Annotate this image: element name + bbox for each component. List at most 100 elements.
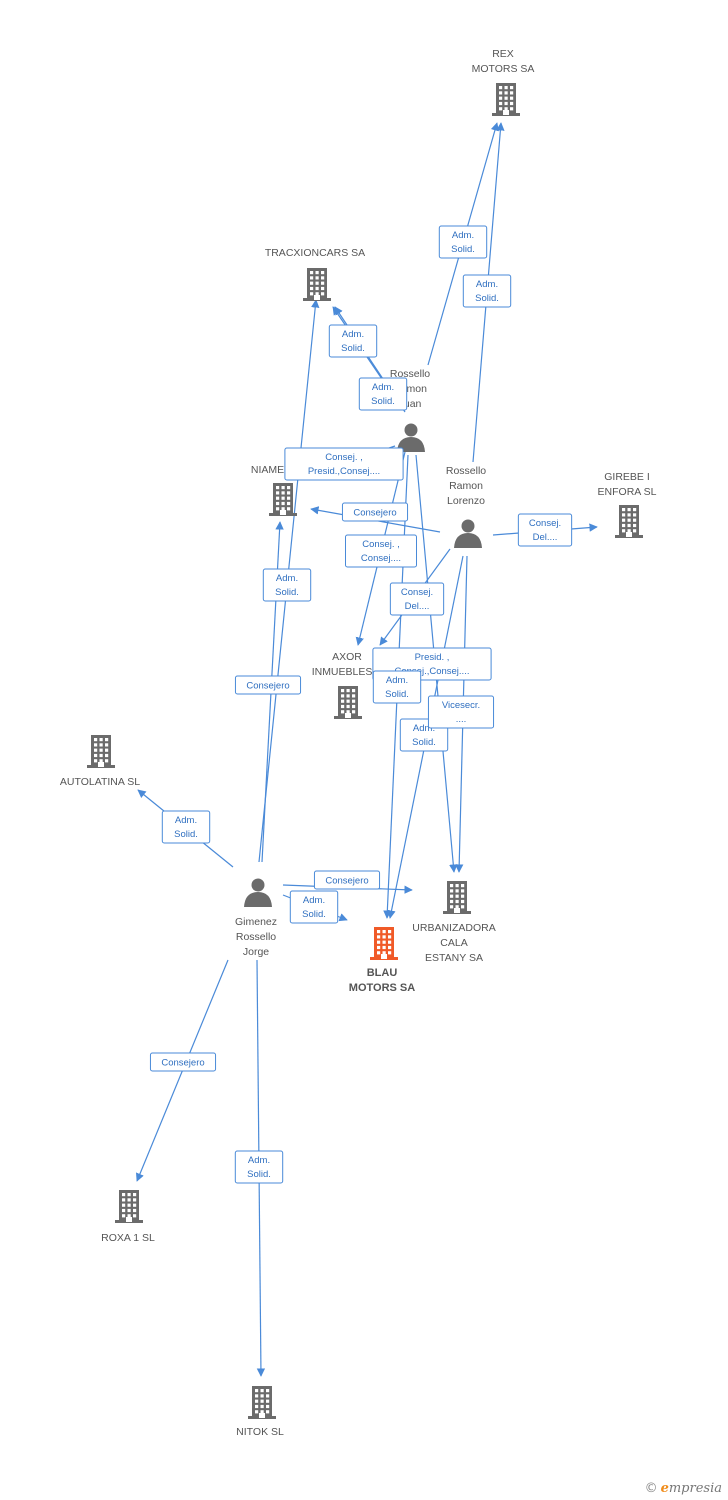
node-blau[interactable]: BLAU MOTORS SA (349, 927, 415, 994)
role-text: Solid. (371, 396, 395, 407)
role-label-rlor-trax[interactable]: Adm. Solid. (358, 377, 408, 411)
role-text: Solid. (341, 343, 365, 354)
role-label-rjuan-niamey[interactable]: Consej. ,Presid.,Consej.... (284, 447, 404, 481)
role-label-rjuan-axor[interactable]: Consej. , Consej.... (345, 534, 417, 568)
building-icon (303, 268, 331, 301)
role-label-gim-urban[interactable]: Consejero (313, 870, 381, 890)
node-girebe[interactable]: GIREBE I ENFORA SL (598, 471, 657, 538)
role-text: Adm. (175, 815, 197, 826)
node-nitok[interactable]: NITOK SL (236, 1386, 284, 1438)
role-label-gim-autolatina[interactable]: Adm.Solid. (161, 810, 211, 844)
node-label: Lorenzo (447, 495, 485, 507)
node-label: MOTORS SA (349, 982, 415, 994)
role-label-rlor-niamey[interactable]: Consejero (341, 502, 409, 522)
role-box (234, 675, 302, 695)
node-label: Ramon (449, 480, 483, 492)
role-box (284, 447, 404, 481)
role-text: Consejero (246, 681, 289, 692)
node-label: ESTANY SA (425, 952, 483, 964)
node-axor[interactable]: AXOR INMUEBLES S (312, 651, 383, 719)
role-text: Adm. (386, 675, 408, 686)
role-text: Del.... (533, 532, 558, 543)
role-box (234, 1150, 284, 1184)
role-text: Adm. (372, 382, 394, 393)
role-text: .... (456, 714, 467, 725)
role-label-rlor-blau[interactable]: Adm.Solid. (372, 670, 422, 704)
role-text: Solid. (412, 737, 436, 748)
node-label: NITOK SL (236, 1426, 284, 1438)
node-label: GIREBE I (604, 471, 650, 483)
role-text: Solid. (302, 909, 326, 920)
building-icon-main (370, 927, 398, 960)
node-label: BLAU (367, 967, 398, 979)
building-icon (115, 1190, 143, 1223)
role-box (341, 502, 409, 522)
role-text: Consej.... (361, 553, 401, 564)
role-text: Adm. (248, 1155, 270, 1166)
role-box (149, 1052, 217, 1072)
node-label: AXOR (332, 651, 362, 663)
node-rex[interactable]: REX MOTORS SA (472, 48, 535, 116)
role-text: Consej. (401, 587, 433, 598)
node-label: ENFORA SL (598, 486, 657, 498)
node-label: REX (492, 48, 514, 60)
brand-initial: e (660, 1481, 669, 1496)
role-label-rlor-girebe[interactable]: Consej. Del.... (517, 513, 573, 547)
brand-name: mpresia (668, 1481, 722, 1496)
role-text: Consejero (325, 876, 368, 887)
role-label-rjuan-trax[interactable]: Adm. Solid. (328, 324, 378, 358)
role-text: Solid. (247, 1169, 271, 1180)
node-label: Gimenez (235, 916, 277, 928)
role-labels-layer: Adm. Solid. Adm. Solid. Adm. Solid. Adm. Solid.… (149, 225, 573, 1184)
role-box (345, 534, 417, 568)
role-box (313, 870, 381, 890)
role-box (427, 695, 495, 729)
role-text: Del.... (405, 601, 430, 612)
nodes-layer: REX MOTORS SA TRACXIONCARS SA NIAMEY GIREBE … (60, 48, 657, 1438)
role-text: Presid. , (415, 652, 450, 663)
role-label-gim-blau[interactable]: Adm.Solid. (289, 890, 339, 924)
role-text: Solid. (475, 293, 499, 304)
person-icon (397, 423, 425, 452)
node-niamey[interactable]: NIAMEY (251, 464, 297, 516)
role-label-gim-nitok[interactable]: Adm. Solid. (234, 1150, 284, 1184)
role-text: Adm. (276, 573, 298, 584)
node-label: ROXA 1 SL (101, 1232, 155, 1244)
node-label: AUTOLATINA SL (60, 776, 140, 788)
node-trax[interactable]: TRACXIONCARS SA (265, 247, 365, 301)
role-box (262, 568, 312, 602)
node-label: Rossello (390, 368, 430, 380)
role-text: Consej. (529, 518, 561, 529)
role-text: Adm. (342, 329, 364, 340)
copyright-symbol: © (644, 1481, 658, 1496)
node-roxa[interactable]: ROXA 1 SL (101, 1190, 155, 1244)
role-text: Adm. (452, 230, 474, 241)
role-box (438, 225, 488, 259)
building-icon (87, 735, 115, 768)
role-text: Adm. (413, 723, 435, 734)
role-label-gim-niamey[interactable]: Adm.Solid. (262, 568, 312, 602)
node-label: INMUEBLES S (312, 666, 383, 678)
role-text: Consej. , (362, 539, 400, 550)
building-icon (248, 1386, 276, 1419)
role-label-rlor-urban[interactable]: Vicesecr..... (427, 695, 495, 729)
role-box (328, 324, 378, 358)
role-label-gim-trax[interactable]: Consejero (234, 675, 302, 695)
role-text: Solid. (451, 244, 475, 255)
node-autolatina[interactable]: AUTOLATINA SL (60, 735, 140, 788)
role-label-rlor-axor[interactable]: Consej. Del.... (389, 582, 445, 616)
role-label-rlor-rex[interactable]: Adm.Solid. (462, 274, 512, 308)
role-box (462, 274, 512, 308)
role-label-gim-roxa[interactable]: Consejero (149, 1052, 217, 1072)
empresia-brand[interactable]: ©empresia (645, 1481, 722, 1496)
building-icon (615, 505, 643, 538)
role-label-rjuan-rex[interactable]: Adm. Solid. (438, 225, 488, 259)
node-label: MOTORS SA (472, 63, 535, 75)
building-icon (334, 686, 362, 719)
role-box (358, 377, 408, 411)
